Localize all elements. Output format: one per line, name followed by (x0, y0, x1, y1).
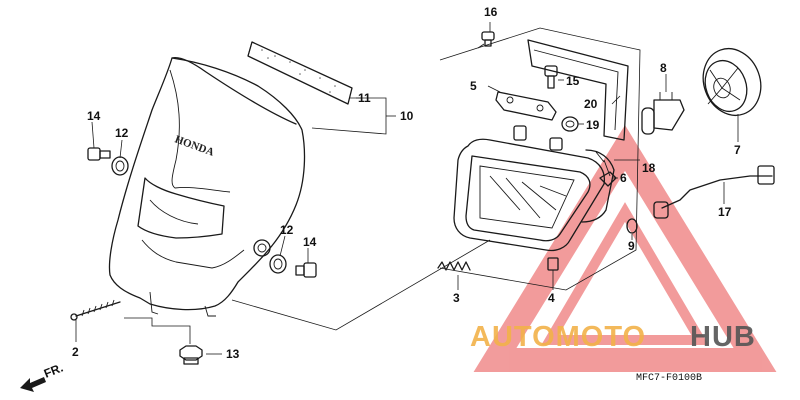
bolt-14-upper (87, 147, 111, 161)
watermark-part2: HUB (690, 321, 756, 353)
label-12b: 12 (280, 223, 294, 237)
screw-2 (70, 299, 121, 321)
headlight-cowl: HONDA (108, 56, 306, 317)
label-17: 17 (718, 205, 732, 219)
front-direction-indicator: FR. (20, 361, 65, 392)
diagram-code: MFC7-F0100B (636, 373, 702, 384)
label-11: 11 (358, 91, 371, 105)
label-2: 2 (72, 345, 79, 359)
nut-19 (561, 116, 579, 132)
watermark-part1: AUTOMOTO (470, 321, 646, 353)
screw-16 (481, 31, 495, 47)
label-7: 7 (734, 143, 741, 157)
label-14a: 14 (87, 109, 101, 123)
label-13: 13 (226, 347, 240, 361)
bulb-8 (641, 92, 685, 135)
bulb-9 (626, 218, 638, 234)
nut-13 (179, 345, 203, 365)
label-3: 3 (453, 291, 460, 305)
label-9: 9 (628, 239, 635, 253)
grommet-12-upper (111, 156, 129, 176)
label-8: 8 (660, 61, 667, 75)
label-19: 19 (586, 118, 600, 132)
headlight-unit (453, 125, 615, 252)
label-20: 20 (584, 97, 598, 111)
label-12a: 12 (115, 126, 129, 140)
spring-3 (437, 261, 471, 271)
label-4: 4 (548, 291, 555, 305)
label-18: 18 (642, 161, 656, 175)
label-10: 10 (400, 109, 414, 123)
bracket-5 (495, 91, 557, 121)
dust-cover-7 (702, 47, 762, 117)
label-16: 16 (484, 5, 498, 19)
bolt-14-lower (295, 262, 317, 278)
label-6: 6 (620, 171, 627, 185)
fr-label: FR. (42, 361, 65, 381)
leader-lines (75, 22, 739, 355)
watermark-text: AUTOMOTO HUB (470, 321, 756, 353)
cowl-brand-text: HONDA (173, 133, 216, 158)
screw-15 (544, 65, 558, 89)
socket-wire-17 (653, 165, 775, 219)
label-5: 5 (470, 79, 477, 93)
label-14b: 14 (303, 235, 317, 249)
foam-strip (247, 41, 353, 105)
assembly-lines-right (439, 27, 641, 291)
grommet-12-lower (269, 254, 287, 274)
watermark-triangle (473, 125, 777, 372)
label-15: 15 (566, 74, 580, 88)
rubber-band-20 (527, 39, 629, 141)
part-labels: 14 12 12 14 2 13 11 10 3 4 16 5 15 19 20… (72, 5, 741, 361)
